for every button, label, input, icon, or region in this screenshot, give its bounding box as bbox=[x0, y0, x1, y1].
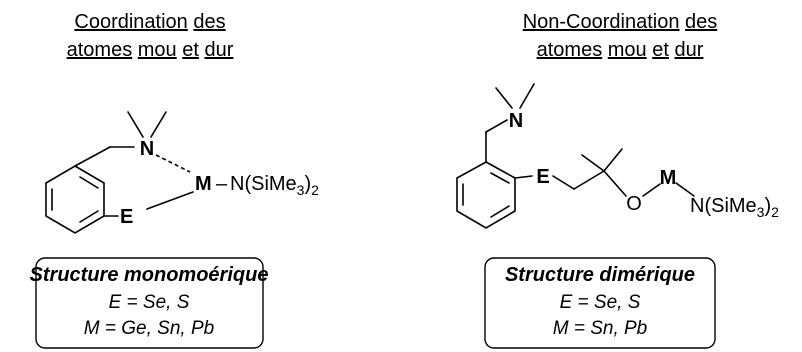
right-amide-sub2: 2 bbox=[771, 204, 779, 220]
right-heading-word-mou: mou bbox=[608, 39, 647, 61]
right-ch2-cq-bond bbox=[573, 170, 605, 190]
left-heading-line2: atomes mou et dur bbox=[67, 39, 234, 61]
right-ring-double-bond-1 bbox=[490, 172, 510, 184]
right-amide-text: N(SiMe bbox=[690, 195, 757, 217]
right-heading-line1: Non-Coordination des bbox=[523, 11, 718, 33]
left-atom-m: M bbox=[195, 173, 212, 195]
left-heading-word-et: et bbox=[182, 39, 199, 61]
right-summary-box bbox=[484, 257, 716, 349]
left-summary-box bbox=[35, 257, 264, 349]
right-m-n-bond bbox=[675, 182, 695, 197]
right-cq-o-bond bbox=[603, 170, 627, 197]
right-heading-word-non-coordination: Non-Coordination bbox=[523, 11, 680, 33]
right-e-ch2-bond bbox=[552, 175, 575, 190]
right-ring-double-bond-3 bbox=[490, 205, 510, 218]
right-heading-word-atomes: atomes bbox=[537, 39, 603, 61]
right-heading-word-et: et bbox=[652, 39, 669, 61]
left-heading-word-des: des bbox=[193, 11, 225, 33]
right-n-methyl-1 bbox=[495, 87, 513, 109]
right-amide-group: N(SiMe3)2 bbox=[690, 195, 779, 220]
left-m-n-dash: – bbox=[216, 173, 228, 195]
left-amide-group: N(SiMe3)2 bbox=[230, 173, 319, 198]
right-cq-methyl-2 bbox=[603, 148, 623, 172]
left-heading-word-dur: dur bbox=[204, 39, 233, 61]
right-amide-close: ) bbox=[764, 195, 771, 217]
left-amide-close: ) bbox=[304, 173, 311, 195]
right-atom-n: N bbox=[509, 110, 523, 132]
right-benzene-ring bbox=[456, 161, 516, 229]
left-box-line1: E = Se, S bbox=[109, 292, 190, 313]
right-o-m-bond bbox=[642, 183, 661, 197]
right-molecule: N E O M N(SiMe3)2 bbox=[456, 83, 779, 229]
left-heading-line1: Coordination des bbox=[74, 11, 225, 33]
right-heading-line2: atomes mou et dur bbox=[537, 39, 704, 61]
left-heading-word-atomes: atomes bbox=[67, 39, 133, 61]
left-amide-text: N(SiMe bbox=[230, 173, 297, 195]
right-ring-e-bond bbox=[514, 175, 533, 179]
left-box-line2: M = Ge, Sn, Pb bbox=[84, 318, 214, 339]
left-benzene-ring bbox=[45, 165, 105, 234]
right-box-line2: M = Sn, Pb bbox=[553, 318, 648, 339]
left-molecule: N M – N(SiMe3)2 E bbox=[45, 111, 319, 234]
left-ch2-bond-a bbox=[74, 146, 111, 167]
left-ring-double-bond-3 bbox=[79, 210, 99, 223]
left-n-m-coordination bbox=[155, 154, 191, 173]
right-amide-sub3: 3 bbox=[757, 204, 765, 220]
right-ch2-bond-b bbox=[485, 119, 508, 133]
left-box-title: Structure monomoérique bbox=[30, 264, 269, 286]
right-heading-word-des: des bbox=[685, 11, 717, 33]
left-ring-double-bond-1 bbox=[79, 176, 99, 189]
left-amide-sub2: 2 bbox=[311, 182, 319, 198]
right-atom-m: M bbox=[660, 167, 677, 189]
right-n-methyl-2 bbox=[519, 83, 535, 109]
right-atom-e: E bbox=[536, 166, 549, 188]
left-atom-e: E bbox=[120, 206, 133, 228]
right-box-title: Structure dimérique bbox=[505, 264, 695, 286]
right-box-line1: E = Se, S bbox=[560, 292, 641, 313]
right-heading-word-dur: dur bbox=[674, 39, 703, 61]
left-e-m-bond bbox=[146, 191, 194, 210]
left-heading-word-mou: mou bbox=[138, 39, 177, 61]
left-heading-word-coordination: Coordination bbox=[74, 11, 187, 33]
right-cq-methyl-1 bbox=[581, 154, 605, 172]
left-amide-sub3: 3 bbox=[297, 182, 305, 198]
right-atom-o: O bbox=[626, 193, 642, 215]
left-atom-n: N bbox=[140, 138, 154, 160]
left-n-methyl-1 bbox=[127, 111, 144, 138]
left-n-methyl-2 bbox=[150, 111, 167, 138]
